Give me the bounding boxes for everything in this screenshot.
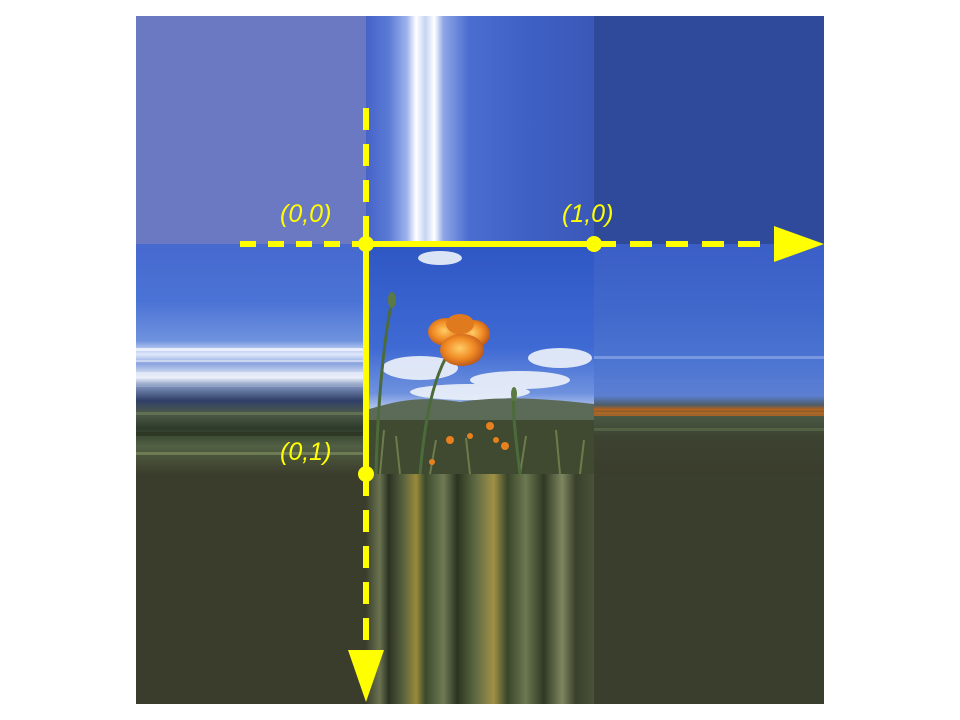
poppy-stem	[418, 349, 452, 475]
origin-point	[358, 236, 374, 252]
axes	[240, 108, 824, 702]
right-streaks	[594, 356, 824, 431]
small-flowers	[429, 422, 509, 465]
right-bud	[511, 387, 517, 401]
top-left-corner-fill	[136, 16, 366, 244]
top-right-corner-fill	[594, 16, 824, 244]
poppy-bud	[388, 292, 396, 308]
bottom-edge-stretch	[366, 474, 594, 704]
top-edge-stretch	[366, 16, 594, 244]
left-edge-stretch	[136, 244, 366, 474]
u-axis-arrowhead	[774, 226, 824, 262]
coordinate-labels: (0,0) (1,0) (0,1)	[280, 200, 613, 466]
photo	[366, 244, 594, 475]
left-streaks	[136, 348, 366, 455]
v-unit-point	[358, 466, 374, 482]
origin-label: (0,0)	[280, 200, 331, 228]
bottom-right-corner-fill	[594, 474, 824, 704]
texture-background	[136, 16, 824, 704]
v-axis-arrowhead	[348, 650, 384, 702]
bottom-left-corner-fill	[136, 474, 366, 704]
v-unit-label: (0,1)	[280, 438, 331, 466]
poppy-flower	[428, 314, 490, 366]
u-unit-label: (1,0)	[562, 200, 613, 228]
bud-stem	[374, 299, 394, 475]
grass-blades	[379, 429, 585, 475]
u-unit-point	[586, 236, 602, 252]
meadow	[366, 420, 594, 474]
